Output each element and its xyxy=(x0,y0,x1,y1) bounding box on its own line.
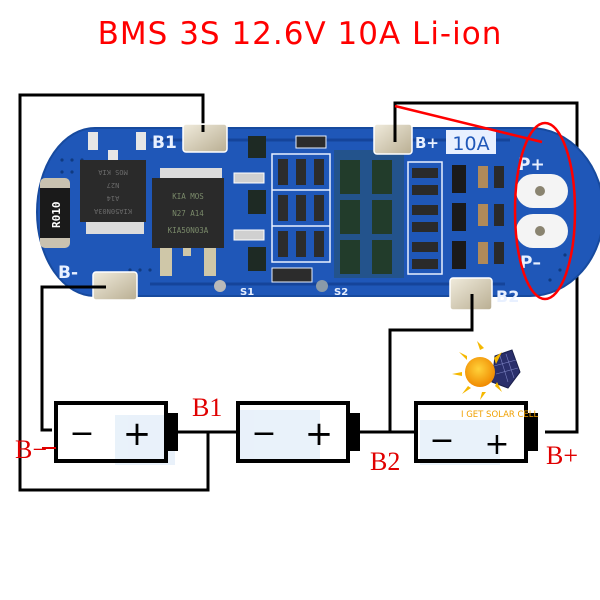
mosfet-left-line-1: KIA50N03A xyxy=(93,207,132,215)
mosfet-left-line-4: MOS KIA xyxy=(97,168,127,176)
resistor-column xyxy=(407,161,443,275)
cell-1-negative: − xyxy=(69,416,94,451)
p-plus-pad xyxy=(516,174,568,208)
annotation-arrow-line xyxy=(394,104,543,144)
mosfet-array xyxy=(340,160,392,274)
node-label-b2: B2 xyxy=(370,447,400,476)
current-rating-badge: 10A xyxy=(446,130,496,155)
node-label-b-minus: B− xyxy=(15,435,47,464)
test-point-s1: S1 xyxy=(240,287,254,298)
mosfet-center-line-2: N27 A14 xyxy=(172,209,204,218)
b-plus-pad xyxy=(373,123,413,155)
mosfet-center-line-3: KIA50N03A xyxy=(168,226,209,235)
battery-cell-3: − + xyxy=(414,401,538,463)
b1-silk-label: B1 xyxy=(152,133,177,153)
b-plus-silk-label: B+ xyxy=(415,134,439,152)
solar-watermark-text: I GET SOLAR CELL xyxy=(461,410,539,420)
sun-rays-icon xyxy=(452,341,502,400)
battery-cell-1: − + xyxy=(54,401,178,463)
wire-b2 xyxy=(388,294,474,432)
p-plus-silk-label: P+ xyxy=(518,155,545,175)
mosfet-center-line-1: KIA MOS xyxy=(172,192,204,201)
wire-b1-left xyxy=(18,93,210,492)
wire-b-minus xyxy=(40,285,106,432)
cell-3-negative: − xyxy=(429,423,454,458)
mosfet-center: KIA MOS N27 A14 KIA50N03A xyxy=(152,168,224,276)
battery-cell-2: − + xyxy=(236,401,360,463)
shunt-resistor-label: R010 xyxy=(50,202,63,229)
p-minus-silk-label: P– xyxy=(520,253,541,273)
b-minus-silk-label: B- xyxy=(58,263,78,283)
transistor-column-right xyxy=(452,165,466,269)
cell-1-positive: + xyxy=(123,414,152,454)
node-label-b-plus: B+ xyxy=(546,441,578,470)
cell-2-negative: − xyxy=(251,416,276,451)
annotation-circle xyxy=(513,121,577,301)
test-point-s2: S2 xyxy=(334,287,348,298)
shunt-resistor: R010 xyxy=(40,178,70,248)
page-title: BMS 3S 12.6V 10A Li-ion xyxy=(97,16,503,52)
mosfet-left: KIA50N03A A14 N27 MOS KIA xyxy=(80,132,146,234)
b1-pad xyxy=(182,123,228,153)
bms-pcb: R010 KIA50N03A A14 N27 MOS KIA KIA MO xyxy=(36,123,600,311)
resistor-grid xyxy=(271,135,331,283)
transistor-column-left xyxy=(248,136,266,271)
node-label-b1: B1 xyxy=(192,393,222,422)
current-rating-text: 10A xyxy=(452,133,489,155)
sun-icon xyxy=(465,357,495,387)
cell-2-positive: + xyxy=(305,414,334,454)
mosfet-left-line-3: N27 xyxy=(107,181,120,189)
mosfet-left-line-2: A14 xyxy=(107,194,120,202)
p-minus-pad xyxy=(516,214,568,248)
solar-cell-logo: I GET SOLAR CELL xyxy=(452,341,539,420)
b2-silk-label: B2 xyxy=(496,287,519,306)
cell-3-positive: + xyxy=(484,427,509,462)
